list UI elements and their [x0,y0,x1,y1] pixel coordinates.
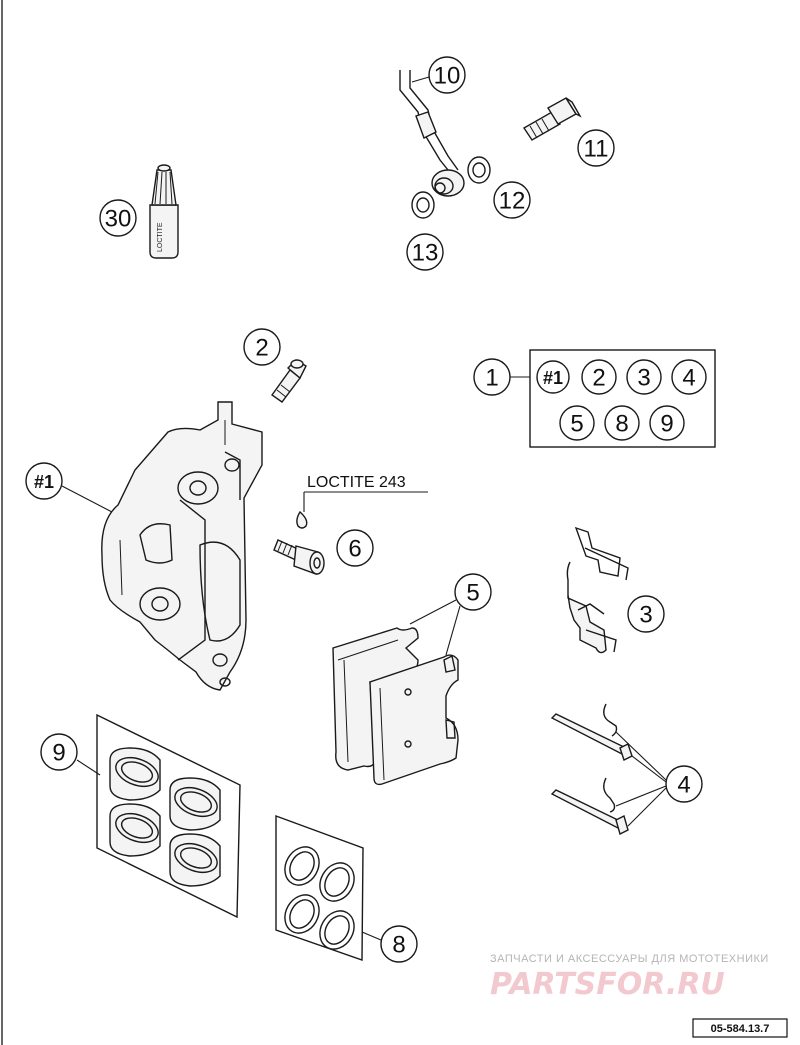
piston [169,833,221,887]
callout-8-label: 8 [392,932,405,959]
kit-item-4: 4 [682,365,695,392]
piston-set [96,713,241,919]
banjo-bolt [523,97,582,141]
piston [169,777,221,831]
seal-set [275,814,364,961]
callout-6-label: 6 [348,536,361,563]
kit-item-9: 9 [660,411,673,438]
callout-4-label: 4 [677,772,690,799]
piston [109,803,161,857]
callout-5-label: 5 [466,580,479,607]
kit-item-5: 5 [570,411,583,438]
loctite-243-note: LOCTITE 243 [296,474,428,529]
watermark-logo: PARTSFOR.RU [490,967,725,1002]
callout-11-label: 11 [584,136,609,163]
brake-line [399,70,465,197]
callout-8: 8 [361,925,418,963]
bleed-screw [271,359,307,403]
diagram-code-box: 05-584.13.7 [692,1018,788,1038]
piston [109,747,161,801]
loctite-label: LOCTITE 243 [307,474,406,491]
watermark-caption: ЗАПЧАСТИ И АКСЕССУАРЫ ДЛЯ МОТОТЕХНИКИ [490,953,769,965]
callout-12-label: 12 [499,188,526,215]
callout-3: 3 [627,595,665,633]
kit-item-8: 8 [615,411,628,438]
callout-6: 6 [336,529,374,567]
bottle-label: LOCTITE [157,222,164,252]
callout-13-label: 13 [412,240,439,267]
kit-item-2: 2 [592,365,605,392]
callout-11: 11 [577,129,615,167]
callout-10-label: 10 [434,63,461,90]
diagram-code: 05-584.13.7 [711,1023,770,1035]
caliper-screw [273,539,325,575]
pad-spring [566,526,629,654]
callout-1-label: 1 [485,365,498,392]
kit-item-h1: #1 [543,368,563,388]
brake-caliper [101,401,263,691]
callout-2: 2 [243,328,281,366]
callout-30-label: 30 [105,206,132,233]
callout-1: 1 [473,358,530,396]
callout-10: 10 [411,56,466,94]
callout-5: 5 [409,573,492,656]
kit-item-3: 3 [637,365,650,392]
callout-9-label: 9 [52,740,65,767]
washer-lower [411,191,435,219]
brake-pad-front [369,654,459,786]
callout-12: 12 [493,181,531,219]
washer-upper [467,156,491,184]
pad-pin-upper [550,703,633,761]
callout-2-label: 2 [255,335,268,362]
callout-4: 4 [615,731,703,827]
loctite-bottle: LOCTITE [149,164,179,259]
callout-h1: #1 [25,462,113,513]
callout-9: 9 [40,733,101,776]
pad-pin-lower [550,777,629,836]
callout-h1-label: #1 [34,472,54,492]
callout-3-label: 3 [639,602,652,629]
watermark: ЗАПЧАСТИ И АКСЕССУАРЫ ДЛЯ МОТОТЕХНИКИ PA… [490,953,769,1002]
callout-13: 13 [406,233,444,271]
callout-30: 30 [99,199,137,237]
kit-box: #1 2 3 4 5 8 9 [529,349,716,448]
